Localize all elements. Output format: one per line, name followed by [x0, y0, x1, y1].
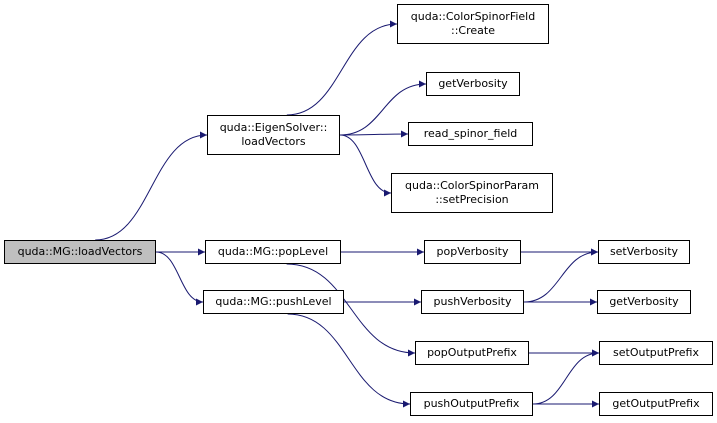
edge-eigen_load-to-csf_create	[286, 20, 398, 116]
node-push-verbosity[interactable]: pushVerbosity	[421, 290, 524, 314]
node-label-line2: ::setPrecision	[435, 193, 509, 206]
node-label: pushOutputPrefix	[423, 397, 520, 410]
node-push-output-prefix[interactable]: pushOutputPrefix	[410, 392, 533, 416]
node-eigen-load-vectors[interactable]: quda::EigenSolver:: loadVectors	[207, 115, 340, 155]
node-get-verbosity-top[interactable]: getVerbosity	[426, 72, 520, 96]
node-set-verbosity[interactable]: setVerbosity	[598, 240, 690, 264]
edge-root-to-push_level	[155, 251, 204, 306]
node-get-output-prefix[interactable]: getOutputPrefix	[599, 392, 713, 416]
node-pop-verbosity[interactable]: popVerbosity	[424, 240, 521, 264]
edge-push_level-to-push_output_prefix	[287, 313, 411, 408]
node-label: setOutputPrefix	[613, 346, 699, 359]
node-label: pushVerbosity	[433, 295, 512, 308]
node-label: popVerbosity	[436, 245, 509, 258]
edge-eigen_load-to-read_spinor	[339, 130, 409, 138]
edge-root-to-eigen_load	[95, 131, 208, 241]
edge-pop_level-to-pop_output_prefix	[286, 263, 416, 357]
node-label-line2: loadVectors	[241, 135, 306, 148]
node-label-line1: quda::EigenSolver::	[219, 121, 328, 134]
node-color-spinor-param-set-precision[interactable]: quda::ColorSpinorParam ::setPrecision	[391, 173, 553, 213]
edge-push_output_prefix-to-set_output_prefix	[532, 349, 600, 405]
node-label: read_spinor_field	[423, 127, 518, 140]
node-label-line1: quda::ColorSpinorParam	[405, 179, 539, 192]
node-label: quda::MG::popLevel	[217, 245, 329, 258]
node-label: quda::MG::loadVectors	[17, 245, 143, 258]
node-read-spinor-field[interactable]: read_spinor_field	[408, 122, 533, 146]
node-pop-output-prefix[interactable]: popOutputPrefix	[415, 341, 529, 365]
edge-eigen_load-to-csp_setprec	[339, 134, 392, 197]
node-label: quda::MG::pushLevel	[215, 295, 332, 308]
node-set-output-prefix[interactable]: setOutputPrefix	[599, 341, 713, 365]
node-label-line1: quda::ColorSpinorField	[410, 10, 536, 23]
node-label: getOutputPrefix	[612, 397, 700, 410]
node-push-level[interactable]: quda::MG::pushLevel	[203, 290, 344, 314]
node-label: setVerbosity	[609, 245, 679, 258]
edge-push_verbosity-to-set_verbosity	[523, 248, 599, 303]
node-pop-level[interactable]: quda::MG::popLevel	[205, 240, 341, 264]
node-label: getVerbosity	[438, 77, 508, 90]
node-get-verbosity-bottom[interactable]: getVerbosity	[597, 290, 691, 314]
node-label: getVerbosity	[609, 295, 679, 308]
node-color-spinor-field-create[interactable]: quda::ColorSpinorField ::Create	[397, 4, 549, 44]
node-label-line2: ::Create	[451, 24, 495, 37]
edge-eigen_load-to-get_verbosity_top	[339, 80, 427, 136]
node-label: popOutputPrefix	[427, 346, 517, 359]
node-root: quda::MG::loadVectors	[4, 240, 156, 264]
